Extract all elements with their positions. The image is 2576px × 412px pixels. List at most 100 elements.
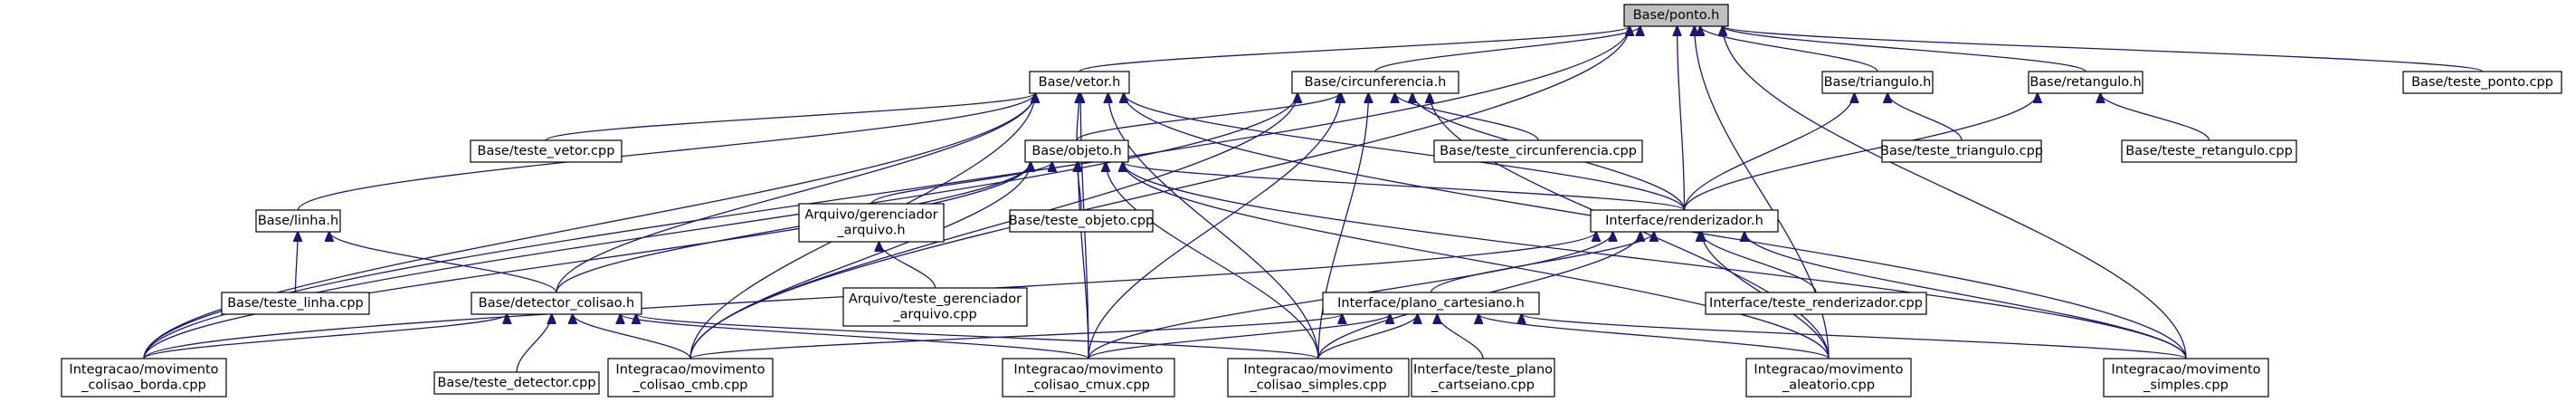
node-box-objeto bbox=[1024, 139, 1129, 163]
node-objeto[interactable]: Base/objeto.h bbox=[1024, 139, 1129, 163]
node-tcirc[interactable]: Base/teste_circunferencia.cpp bbox=[1433, 139, 1643, 163]
node-label-tret: Base/teste_retangulo.cpp bbox=[2125, 144, 2293, 158]
node-ttri[interactable]: Base/teste_triangulo.cpp bbox=[1880, 139, 2043, 163]
node-box-linha bbox=[255, 209, 341, 233]
node-tponto[interactable]: Base/teste_ponto.cpp bbox=[2402, 71, 2562, 94]
node-label-circ: Base/circunferencia.h bbox=[1305, 75, 1447, 90]
edge-render-to-ponto bbox=[1678, 26, 1686, 211]
node-box-cmb bbox=[607, 358, 774, 398]
node-tplano[interactable]: Interface/teste_plano_cartseiano.cpp bbox=[1411, 358, 1555, 398]
node-box-tcirc bbox=[1433, 139, 1643, 163]
node-label-tri: Base/triangulo.h bbox=[1824, 75, 1932, 90]
edge-objeto-to-circ bbox=[1076, 93, 1339, 141]
node-label-borda-line-1: _colisao_borda.cpp bbox=[81, 378, 206, 393]
edge-tdet-to-det bbox=[516, 314, 552, 373]
node-label-cmux-line-1: _colisao_cmux.cpp bbox=[1026, 378, 1150, 393]
edge-borda-to-objeto bbox=[143, 162, 1031, 359]
edge-aleat-to-plano bbox=[1478, 314, 1830, 359]
edge-cmux-to-plano bbox=[1088, 314, 1390, 359]
node-cmux[interactable]: Integracao/movimento_colisao_cmux.cpp bbox=[1002, 358, 1175, 398]
node-tret[interactable]: Base/teste_retangulo.cpp bbox=[2121, 139, 2297, 163]
node-simples[interactable]: Integracao/movimento_colisao_simples.cpp bbox=[1227, 358, 1410, 398]
node-box-msimp bbox=[2103, 358, 2269, 398]
node-label-tplano-line-1: _cartseiano.cpp bbox=[1431, 378, 1535, 393]
node-box-ttri bbox=[1881, 139, 2042, 163]
node-tdet[interactable]: Base/teste_detector.cpp bbox=[433, 371, 600, 395]
node-trender[interactable]: Interface/teste_renderizador.cpp bbox=[1705, 292, 1927, 315]
node-box-ret bbox=[2028, 71, 2143, 94]
edge-borda-to-circ bbox=[143, 93, 1298, 359]
node-label-aleat-line-0: Integracao/movimento bbox=[1754, 363, 1903, 378]
node-tobj[interactable]: Base/teste_objeto.cpp bbox=[1009, 209, 1155, 233]
edge-tret-to-ret bbox=[2100, 93, 2210, 141]
node-msimp[interactable]: Integracao/movimento_simples.cpp bbox=[2103, 358, 2269, 398]
edge-det-to-linha bbox=[329, 232, 557, 293]
node-plano[interactable]: Interface/plano_cartesiano.h bbox=[1322, 292, 1540, 315]
edge-trender-to-render bbox=[1700, 232, 1817, 293]
edge-msimp-to-render bbox=[1744, 232, 2187, 359]
node-label-render: Interface/renderizador.h bbox=[1605, 214, 1763, 228]
node-label-det: Base/detector_colisao.h bbox=[479, 296, 634, 311]
edge-borda-to-vetor bbox=[143, 93, 1035, 359]
node-circ[interactable]: Base/circunferencia.h bbox=[1291, 71, 1459, 94]
node-label-tplano-line-0: Interface/teste_plano bbox=[1413, 363, 1553, 378]
node-label-tvetor: Base/teste_vetor.cpp bbox=[478, 144, 615, 158]
node-det[interactable]: Base/detector_colisao.h bbox=[471, 292, 642, 315]
node-label-linha: Base/linha.h bbox=[258, 214, 338, 228]
edge-aleat-to-objeto bbox=[1123, 162, 1830, 359]
node-label-cmux-line-0: Integracao/movimento bbox=[1013, 363, 1163, 378]
node-label-simples-line-0: Integracao/movimento bbox=[1243, 363, 1393, 378]
node-label-cmb-line-0: Integracao/movimento bbox=[615, 363, 765, 378]
node-label-gerenc-line-0: Arquivo/gerenciador bbox=[804, 208, 937, 223]
node-box-det bbox=[471, 292, 642, 315]
edge-cmux-to-objeto bbox=[1079, 162, 1089, 359]
node-tvetor[interactable]: Base/teste_vetor.cpp bbox=[470, 139, 623, 163]
node-tri[interactable]: Base/triangulo.h bbox=[1821, 71, 1934, 94]
node-ponto[interactable]: Base/ponto.h bbox=[1623, 4, 1729, 27]
node-box-cmux bbox=[1002, 358, 1175, 398]
node-box-tlinha bbox=[221, 292, 370, 315]
edge-gerenc-to-objeto bbox=[870, 162, 1052, 205]
node-borda[interactable]: Integracao/movimento_colisao_borda.cpp bbox=[61, 358, 227, 398]
node-gerenc[interactable]: Arquivo/gerenciador_arquivo.h bbox=[798, 203, 945, 243]
node-label-objeto: Base/objeto.h bbox=[1031, 144, 1121, 158]
node-tlinha[interactable]: Base/teste_linha.cpp bbox=[221, 292, 370, 315]
node-cmb[interactable]: Integracao/movimento_colisao_cmb.cpp bbox=[607, 358, 774, 398]
edge-tvetor-to-vetor bbox=[545, 93, 1036, 141]
node-box-tret bbox=[2121, 139, 2297, 163]
node-box-tgerenc bbox=[842, 287, 1028, 327]
edge-tcirc-to-circ bbox=[1395, 93, 1539, 141]
edge-tgerenc-to-gerenc bbox=[879, 242, 936, 289]
node-ret[interactable]: Base/retangulo.h bbox=[2028, 71, 2143, 94]
edge-objeto-to-vetor bbox=[1077, 93, 1079, 141]
node-box-tri bbox=[1821, 71, 1934, 94]
node-box-plano bbox=[1322, 292, 1540, 315]
node-box-tvetor bbox=[470, 139, 623, 163]
node-box-aleat bbox=[1745, 358, 1912, 398]
edge-simples-to-vetor bbox=[1108, 93, 1319, 359]
node-linha[interactable]: Base/linha.h bbox=[255, 209, 341, 233]
node-label-borda-line-0: Integracao/movimento bbox=[69, 363, 218, 378]
node-label-vetor: Base/vetor.h bbox=[1039, 75, 1121, 90]
node-label-tlinha: Base/teste_linha.cpp bbox=[227, 296, 364, 311]
edge-simples-to-plano bbox=[1317, 314, 1418, 359]
node-render[interactable]: Interface/renderizador.h bbox=[1590, 209, 1779, 233]
edge-msimp-to-objeto bbox=[1123, 162, 2187, 359]
node-aleat[interactable]: Integracao/movimento_aleatorio.cpp bbox=[1745, 358, 1912, 398]
node-vetor[interactable]: Base/vetor.h bbox=[1029, 71, 1130, 94]
edge-tplano-to-plano bbox=[1437, 314, 1484, 359]
edge-msimp-to-plano bbox=[1522, 314, 2187, 359]
edge-simples-to-circ bbox=[1317, 93, 1368, 359]
node-label-gerenc-line-1: _arquivo.h bbox=[836, 224, 905, 238]
edge-render-to-objeto bbox=[1123, 162, 1686, 211]
node-tgerenc[interactable]: Arquivo/teste_gerenciador_arquivo.cpp bbox=[842, 287, 1028, 327]
edge-simples-to-det bbox=[636, 314, 1319, 359]
node-box-render bbox=[1590, 209, 1779, 233]
node-label-tponto: Base/teste_ponto.cpp bbox=[2411, 75, 2553, 90]
node-box-ponto bbox=[1623, 4, 1729, 27]
edge-vetor-to-ponto bbox=[1079, 26, 1630, 72]
node-label-ttri: Base/teste_triangulo.cpp bbox=[1880, 144, 2043, 158]
node-box-tdet bbox=[433, 371, 600, 395]
edge-msimp-to-ponto bbox=[1723, 26, 2187, 359]
